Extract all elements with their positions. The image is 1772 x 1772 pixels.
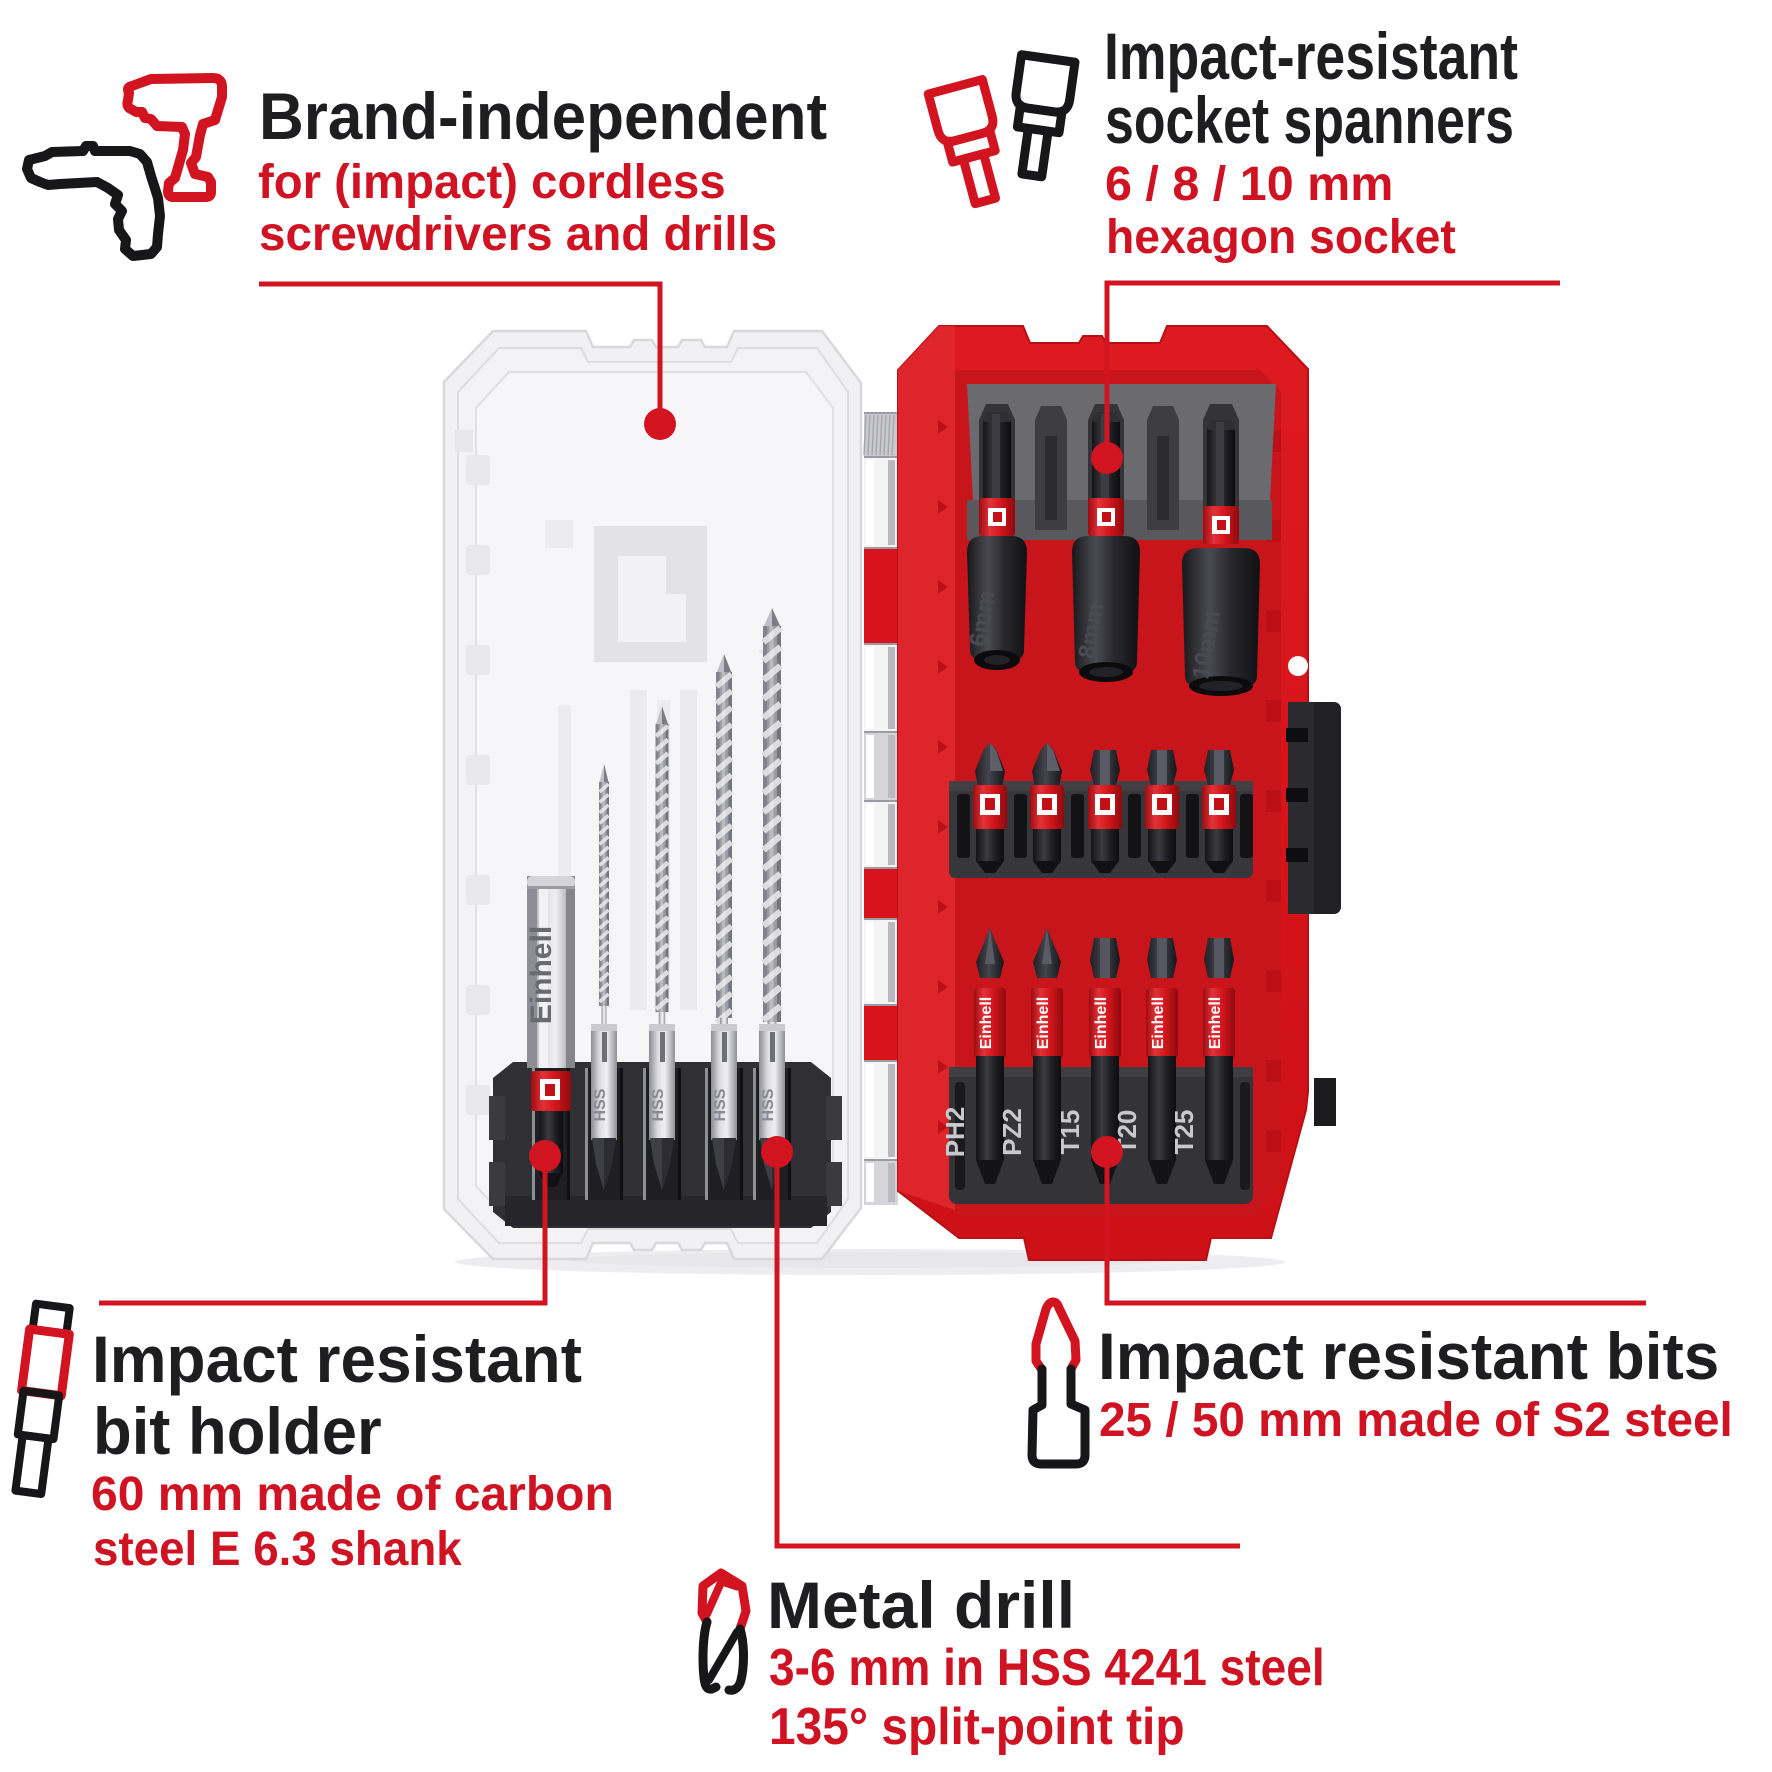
svg-text:HSS: HSS bbox=[760, 1088, 777, 1121]
svg-text:Einhell: Einhell bbox=[525, 926, 558, 1024]
svg-text:HSS: HSS bbox=[592, 1088, 609, 1121]
svg-text:PH2: PH2 bbox=[940, 1107, 970, 1158]
svg-text:Einhell: Einhell bbox=[1035, 997, 1052, 1049]
svg-text:T15: T15 bbox=[1055, 1110, 1085, 1155]
svg-text:Einhell: Einhell bbox=[1150, 997, 1167, 1049]
svg-text:Einhell: Einhell bbox=[1207, 997, 1224, 1049]
svg-text:PZ2: PZ2 bbox=[997, 1108, 1027, 1156]
svg-text:Einhell: Einhell bbox=[978, 997, 995, 1049]
svg-text:HSS: HSS bbox=[712, 1088, 729, 1121]
svg-text:Einhell: Einhell bbox=[1093, 997, 1110, 1049]
svg-text:T25: T25 bbox=[1169, 1110, 1199, 1155]
svg-text:HSS: HSS bbox=[650, 1088, 667, 1121]
